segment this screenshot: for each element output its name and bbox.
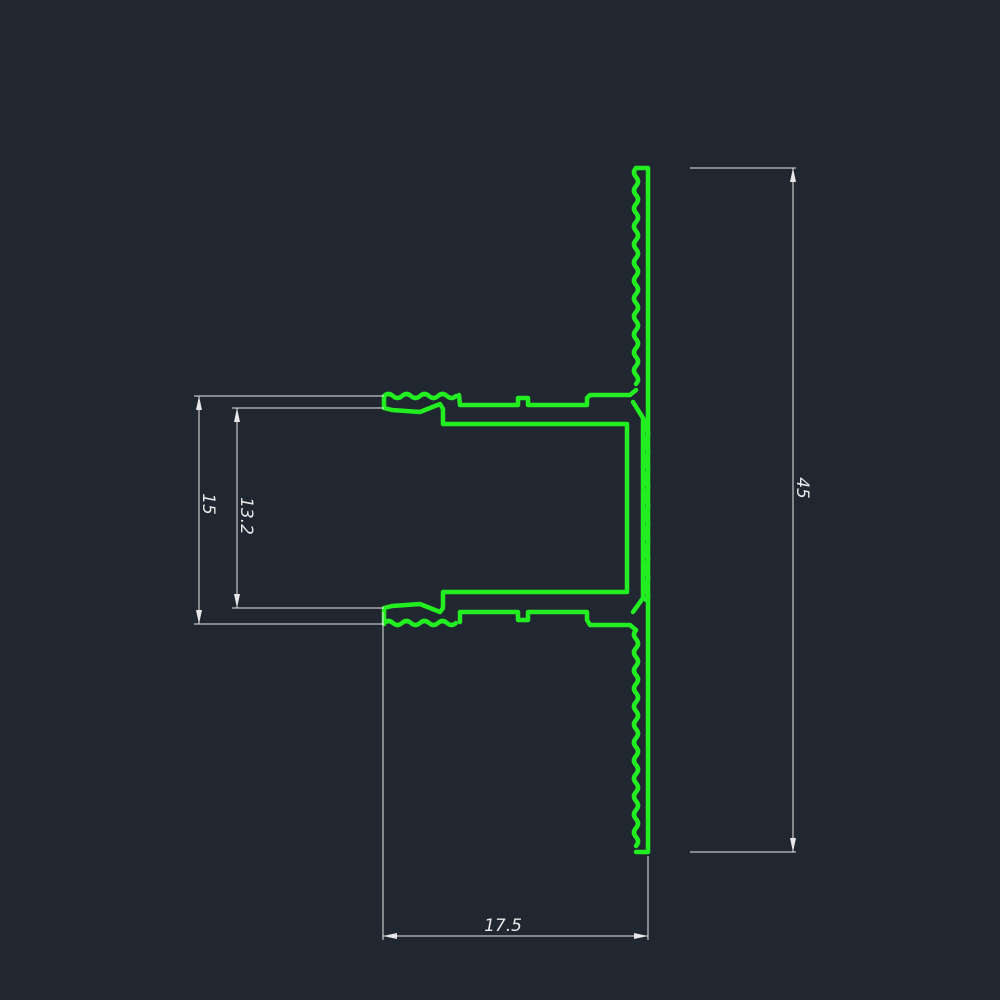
dimension-label-45: 45 xyxy=(792,477,812,499)
dimension-depth: 17.5 xyxy=(382,612,649,940)
arrowhead-top xyxy=(790,168,796,182)
arrowhead-bottom xyxy=(196,610,202,624)
profile-flange-serrated-edge xyxy=(631,165,641,849)
dimension-height-total: 45 xyxy=(690,167,812,853)
dimension-label-17-5: 17.5 xyxy=(484,916,522,936)
arrowhead-bottom xyxy=(790,838,796,852)
arrowhead-left xyxy=(383,933,397,939)
dimension-slot-inner: 13.2 xyxy=(232,407,384,609)
arrowhead-top xyxy=(234,408,240,422)
dimension-slot-outer: 15 xyxy=(194,395,384,625)
dimension-label-15: 15 xyxy=(198,493,218,515)
profile-top-lip-serration xyxy=(381,391,459,401)
profile-outline xyxy=(381,165,651,855)
dimension-label-13-2: 13.2 xyxy=(236,497,256,535)
arrowhead-top xyxy=(196,396,202,410)
profile-body-outline xyxy=(381,165,651,855)
profile-bottom-lip-serration xyxy=(381,618,459,628)
arrowhead-bottom xyxy=(234,594,240,608)
arrowhead-right xyxy=(634,933,648,939)
